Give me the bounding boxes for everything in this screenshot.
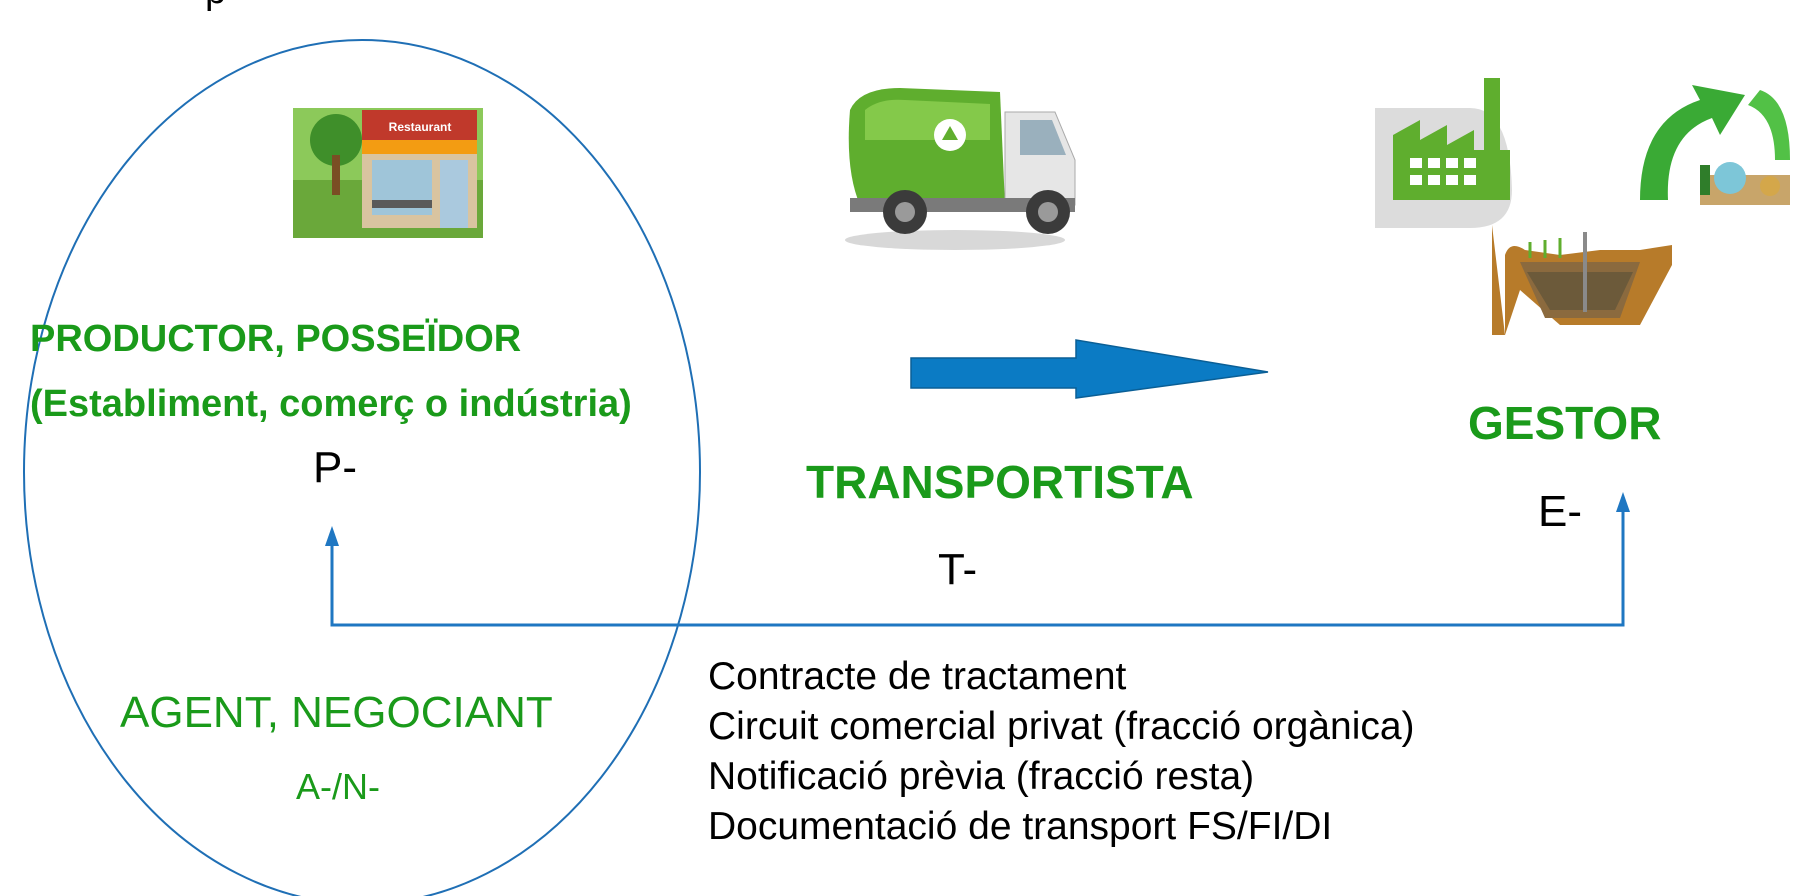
restaurant-sign: Restaurant bbox=[389, 120, 452, 134]
transporter-title: TRANSPORTISTA bbox=[806, 456, 1194, 508]
arrowhead-manager bbox=[1616, 492, 1630, 512]
documents-list: Contracte de tractament Circuit comercia… bbox=[708, 652, 1415, 852]
return-connector bbox=[330, 498, 1625, 627]
restaurant-icon: Restaurant bbox=[293, 108, 483, 238]
document-item: Notificació prèvia (fracció resta) bbox=[708, 755, 1255, 798]
producer-code: P- bbox=[313, 443, 357, 492]
agent-title: AGENT, NEGOCIANT bbox=[120, 688, 553, 737]
factory-icon bbox=[1375, 78, 1512, 228]
landfill-icon bbox=[1492, 225, 1672, 335]
agent-code: A-/N- bbox=[296, 766, 380, 807]
top-cutoff-text: p bbox=[205, 0, 226, 13]
transporter-code: T- bbox=[938, 545, 978, 594]
flow-arrow bbox=[910, 339, 1269, 399]
producer-title-line1: PRODUCTOR, POSSEÏDOR bbox=[30, 318, 522, 360]
garbage-truck-icon bbox=[845, 88, 1076, 250]
producer-group-ellipse bbox=[23, 39, 701, 896]
manager-code: E- bbox=[1538, 487, 1582, 536]
manager-title: GESTOR bbox=[1468, 397, 1662, 449]
document-item: Documentació de transport FS/FI/DI bbox=[708, 805, 1333, 848]
recycling-icon bbox=[1628, 75, 1793, 205]
producer-title-line2: (Establiment, comerç o indústria) bbox=[30, 383, 632, 425]
document-item: Contracte de tractament bbox=[708, 655, 1127, 698]
document-item: Circuit comercial privat (fracció orgàni… bbox=[708, 705, 1415, 748]
arrowhead-producer bbox=[325, 526, 339, 546]
